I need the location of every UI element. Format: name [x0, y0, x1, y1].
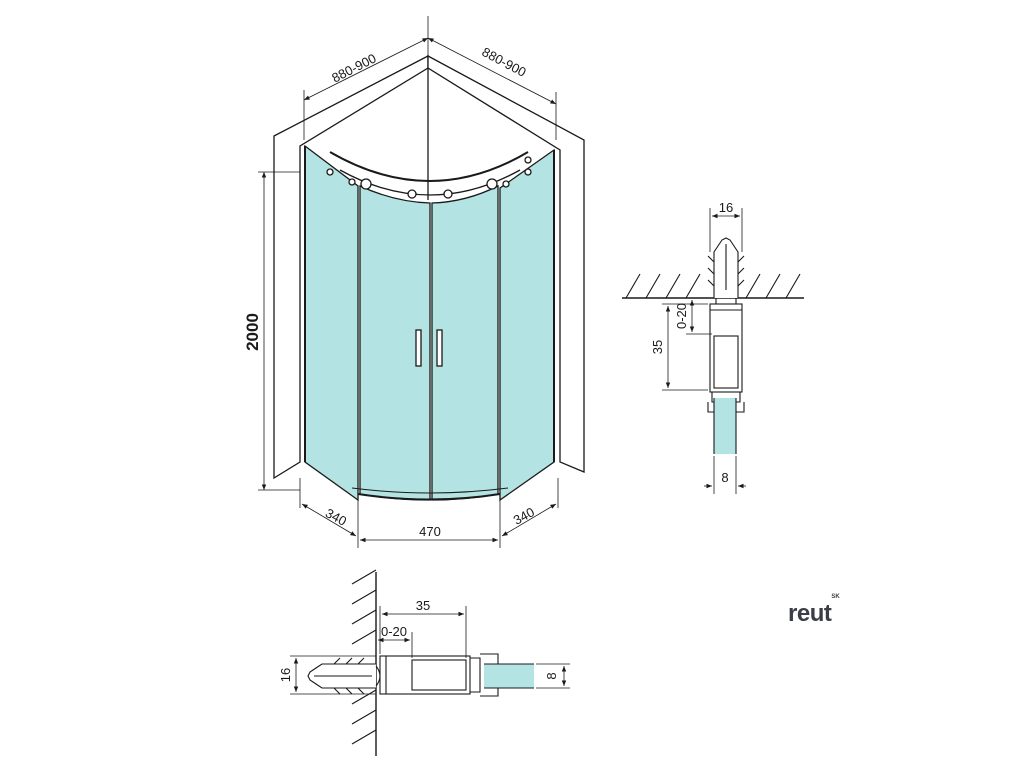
enclosure-view [273, 54, 585, 502]
fixing-point [348, 178, 356, 186]
top-rail [329, 151, 529, 182]
main-dimensions [258, 16, 559, 548]
fixing-point [524, 168, 532, 176]
roller [360, 178, 372, 190]
width-left-label: 880-900 [329, 50, 378, 85]
glass-thickness-label: 8 [544, 672, 559, 679]
width-right-label: 880-900 [480, 44, 529, 80]
brand-name: reut [788, 600, 832, 627]
adjust-label: 0-20 [674, 303, 689, 329]
fixing-point [524, 156, 532, 164]
height-label: 2000 [243, 313, 262, 351]
glass-panel [484, 664, 534, 688]
adjust-label: 0-20 [381, 624, 407, 639]
wall-hatch [351, 569, 377, 745]
depth-label: 35 [650, 340, 665, 354]
glass-panel [714, 398, 736, 454]
brand-suffix: SK [831, 594, 840, 600]
fixing-point [326, 168, 334, 176]
profile-width-label: 16 [278, 668, 293, 682]
bottom-rail [357, 493, 501, 501]
wall-profile [709, 303, 743, 393]
roller [443, 189, 453, 199]
brand-logo: reutSK [788, 594, 840, 628]
door-width-label: 470 [419, 524, 441, 539]
side-left-label: 340 [323, 505, 349, 528]
roller [407, 189, 417, 199]
glass-thickness-label: 8 [721, 470, 728, 485]
horizontal-detail-labels: 35 0-20 16 8 [278, 598, 559, 682]
side-right-label: 340 [511, 504, 537, 527]
roller [486, 178, 498, 190]
vertical-profile-detail [622, 208, 804, 494]
profile-width-label: 16 [719, 200, 733, 215]
wall-profile [379, 655, 471, 695]
horizontal-profile-detail [290, 569, 570, 756]
right-side-panel [499, 148, 555, 502]
left-side-panel [304, 144, 359, 502]
ceiling-hatch [625, 273, 801, 299]
vertical-detail-labels: 16 0-20 35 8 [650, 200, 733, 485]
right-handle [436, 329, 443, 367]
left-handle [415, 329, 422, 367]
fixing-point [502, 180, 510, 188]
depth-label: 35 [416, 598, 430, 613]
